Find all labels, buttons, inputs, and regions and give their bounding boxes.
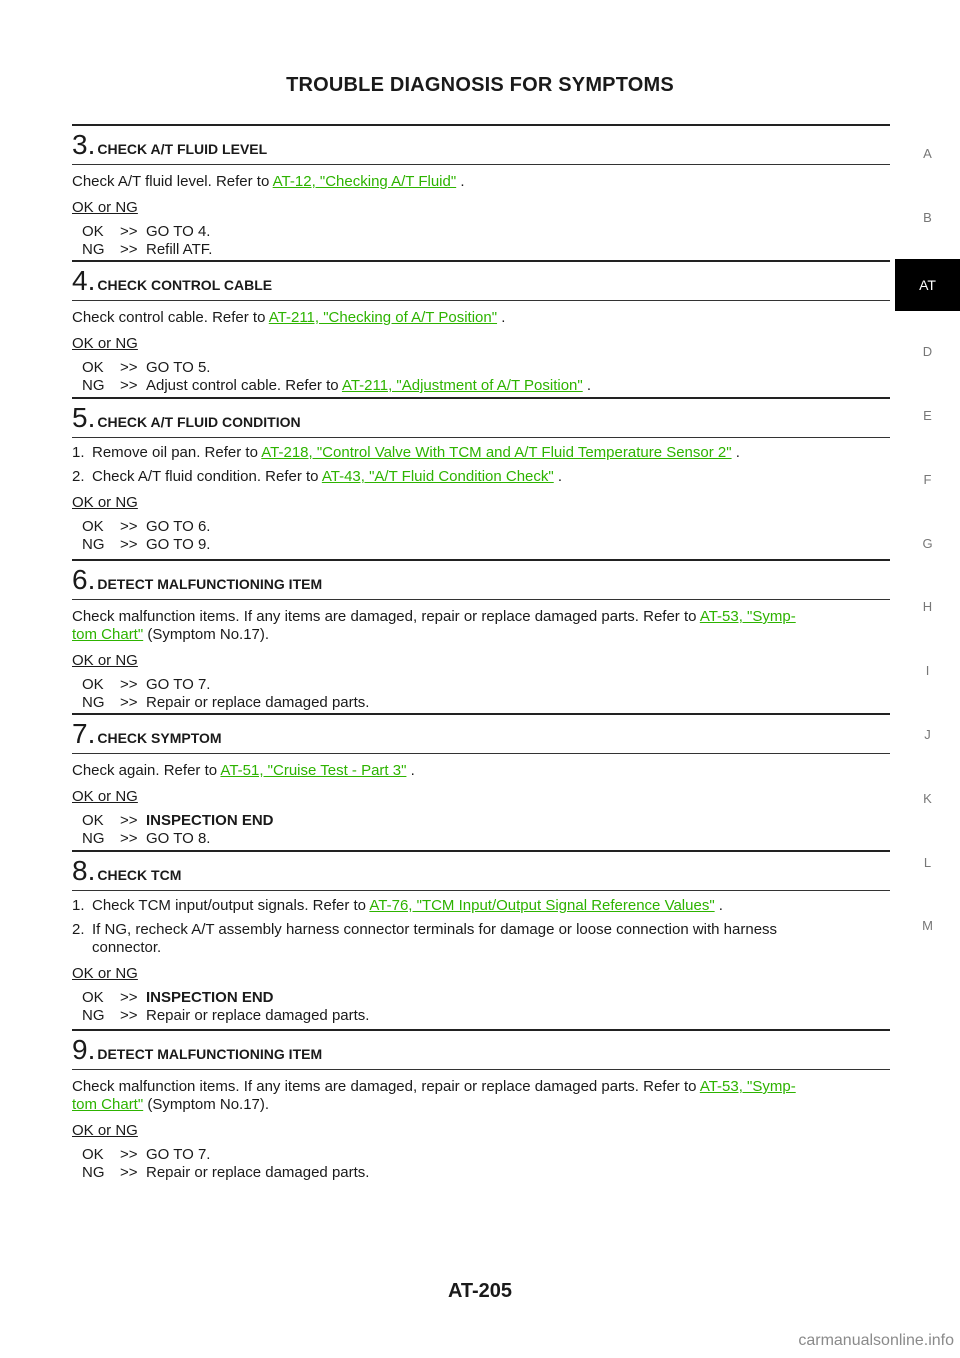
step-instruction: Check malfunction items. If any items ar… — [72, 608, 796, 643]
reference-link[interactable]: AT-53, "Symp- — [699, 1078, 796, 1095]
numbered-item: 1. Remove oil pan. Refer to AT-218, "Con… — [72, 444, 740, 461]
step-title: CHECK A/T FLUID LEVEL — [97, 141, 268, 157]
step-title: DETECT MALFUNCTIONING ITEM — [97, 576, 323, 592]
ok-or-ng-label: OK or NG — [72, 965, 138, 982]
tab-g[interactable]: G — [922, 536, 933, 551]
result-list: OK>>GO TO 5. NG>>Adjust control cable. R… — [72, 359, 890, 395]
ok-or-ng-label: OK or NG — [72, 788, 138, 805]
reference-link[interactable]: AT-211, "Checking of A/T Position" — [268, 309, 498, 326]
tab-e[interactable]: E — [923, 408, 932, 423]
ok-or-ng-label: OK or NG — [72, 494, 138, 511]
ok-or-ng-label: OK or NG — [72, 199, 138, 216]
step-header: 4. CHECK CONTROL CABLE — [72, 260, 890, 301]
step-title: DETECT MALFUNCTIONING ITEM — [97, 1046, 323, 1062]
result-list: OK>>GO TO 4. NG>>Refill ATF. — [72, 223, 890, 259]
reference-link[interactable]: AT-43, "A/T Fluid Condition Check" — [321, 468, 554, 485]
step-number: 6. — [72, 564, 96, 595]
step-title: CHECK CONTROL CABLE — [97, 277, 273, 293]
ok-or-ng-label: OK or NG — [72, 652, 138, 669]
step-header: 7. CHECK SYMPTOM — [72, 713, 890, 754]
tab-a[interactable]: A — [923, 146, 932, 161]
step-number: 5. — [72, 402, 96, 433]
result-list: OK>>GO TO 6. NG>>GO TO 9. — [72, 518, 890, 554]
tab-h[interactable]: H — [922, 599, 933, 614]
step-instruction: Check again. Refer to AT-51, "Cruise Tes… — [72, 762, 415, 779]
numbered-item: 2. Check A/T fluid condition. Refer to A… — [72, 468, 563, 485]
tab-f[interactable]: F — [923, 472, 932, 487]
ng-result: NG>>GO TO 9. — [82, 536, 211, 553]
step-number: 8. — [72, 855, 96, 886]
ok-result: OK>>INSPECTION END — [82, 989, 274, 1006]
ok-result: OK>>GO TO 6. — [82, 518, 211, 535]
watermark: carmanualsonline.info — [798, 1332, 954, 1349]
step-instruction: Check control cable. Refer to AT-211, "C… — [72, 309, 506, 326]
tab-d[interactable]: D — [922, 344, 933, 359]
step-number: 3. — [72, 129, 96, 160]
step-header: 9. DETECT MALFUNCTIONING ITEM — [72, 1029, 890, 1070]
step-title: CHECK TCM — [97, 867, 182, 883]
step-4: 4. CHECK CONTROL CABLE Check control cab… — [72, 260, 890, 395]
reference-link[interactable]: tom Chart" — [72, 626, 144, 643]
result-list: OK>>GO TO 7. NG>>Repair or replace damag… — [72, 1146, 890, 1182]
ok-result: OK>>INSPECTION END — [82, 812, 274, 829]
ok-result: OK>>GO TO 4. — [82, 223, 211, 240]
ng-result: NG>>GO TO 8. — [82, 830, 211, 847]
numbered-item: 2. If NG, recheck A/T assembly harness c… — [72, 921, 778, 956]
tab-b[interactable]: B — [923, 210, 932, 225]
reference-link[interactable]: AT-53, "Symp- — [699, 608, 796, 625]
step-7: 7. CHECK SYMPTOM Check again. Refer to A… — [72, 713, 890, 848]
reference-link[interactable]: tom Chart" — [72, 1096, 144, 1113]
tab-k[interactable]: K — [923, 791, 932, 806]
reference-link[interactable]: AT-51, "Cruise Test - Part 3" — [220, 762, 407, 779]
step-number: 7. — [72, 718, 96, 749]
step-header: 5. CHECK A/T FLUID CONDITION — [72, 397, 890, 438]
ng-result: NG>>Repair or replace damaged parts. — [82, 694, 370, 711]
step-3: 3. CHECK A/T FLUID LEVEL Check A/T fluid… — [72, 124, 890, 259]
ok-or-ng-label: OK or NG — [72, 1122, 138, 1139]
step-5: 5. CHECK A/T FLUID CONDITION 1. Remove o… — [72, 397, 890, 554]
step-title: CHECK A/T FLUID CONDITION — [97, 414, 301, 430]
step-header: 8. CHECK TCM — [72, 850, 890, 891]
tab-l[interactable]: L — [923, 855, 932, 870]
step-number: 9. — [72, 1034, 96, 1065]
result-list: OK>>INSPECTION END NG>>GO TO 8. — [72, 812, 890, 848]
reference-link[interactable]: AT-211, "Adjustment of A/T Position" — [341, 377, 583, 394]
section-tabs: A B AT D E F G H I J K L M — [895, 0, 960, 1000]
tab-j[interactable]: J — [924, 727, 931, 742]
reference-link[interactable]: AT-12, "Checking A/T Fluid" — [272, 173, 457, 190]
reference-link[interactable]: AT-218, "Control Valve With TCM and A/T … — [261, 444, 732, 461]
tab-at[interactable]: AT — [895, 259, 960, 311]
step-9: 9. DETECT MALFUNCTIONING ITEM Check malf… — [72, 1029, 890, 1182]
step-8: 8. CHECK TCM 1. Check TCM input/output s… — [72, 850, 890, 1025]
result-list: OK>>INSPECTION END NG>>Repair or replace… — [72, 989, 890, 1025]
step-6: 6. DETECT MALFUNCTIONING ITEM Check malf… — [72, 559, 890, 712]
step-title: CHECK SYMPTOM — [97, 730, 222, 746]
ok-result: OK>>GO TO 7. — [82, 676, 211, 693]
ok-result: OK>>GO TO 5. — [82, 359, 211, 376]
step-header: 6. DETECT MALFUNCTIONING ITEM — [72, 559, 890, 600]
tab-m[interactable]: M — [922, 918, 933, 933]
numbered-item: 1. Check TCM input/output signals. Refer… — [72, 897, 723, 914]
ng-result: NG>>Adjust control cable. Refer to AT-21… — [82, 377, 592, 394]
step-instruction: Check malfunction items. If any items ar… — [72, 1078, 796, 1113]
ok-result: OK>>GO TO 7. — [82, 1146, 211, 1163]
step-number: 4. — [72, 265, 96, 296]
page-number: AT-205 — [447, 1280, 513, 1302]
page-title: TROUBLE DIAGNOSIS FOR SYMPTOMS — [286, 74, 674, 96]
step-header: 3. CHECK A/T FLUID LEVEL — [72, 124, 890, 165]
reference-link[interactable]: AT-76, "TCM Input/Output Signal Referenc… — [369, 897, 715, 914]
ng-result: NG>>Refill ATF. — [82, 241, 213, 258]
ng-result: NG>>Repair or replace damaged parts. — [82, 1164, 370, 1181]
step-instruction: Check A/T fluid level. Refer to AT-12, "… — [72, 173, 465, 190]
ng-result: NG>>Repair or replace damaged parts. — [82, 1007, 370, 1024]
tab-i[interactable]: I — [925, 663, 930, 678]
result-list: OK>>GO TO 7. NG>>Repair or replace damag… — [72, 676, 890, 712]
ok-or-ng-label: OK or NG — [72, 335, 138, 352]
